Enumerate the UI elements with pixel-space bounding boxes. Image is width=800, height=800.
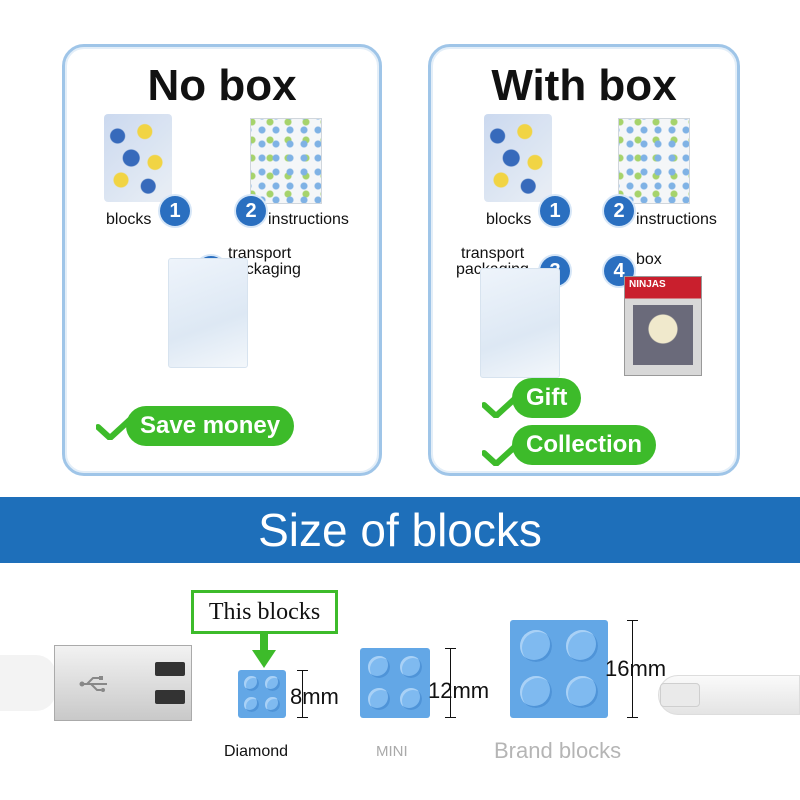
banner-title: Size of blocks bbox=[258, 504, 542, 556]
number-badge-1: 1 bbox=[540, 196, 570, 226]
blocks-bag-image bbox=[484, 114, 552, 202]
item-label-transport: transport bbox=[461, 245, 525, 262]
brick-brand bbox=[510, 620, 608, 718]
with-box-panel: With box bbox=[428, 44, 740, 476]
instructions-image bbox=[250, 118, 322, 204]
size-label-brand: 16mm bbox=[605, 656, 667, 681]
benefit-collection: Collection bbox=[512, 425, 657, 465]
this-blocks-callout: This blocks bbox=[191, 590, 338, 634]
instructions-image bbox=[618, 118, 690, 204]
box-brand-text: NINJAS bbox=[629, 279, 666, 290]
lightning-tip bbox=[660, 683, 700, 707]
usb-icon bbox=[79, 676, 107, 692]
item-label-blocks: blocks bbox=[486, 211, 532, 228]
usb-cable bbox=[0, 655, 56, 711]
caption-brand: Brand blocks bbox=[494, 738, 622, 763]
item-label-instructions: instructions bbox=[268, 211, 349, 228]
usb-plug bbox=[54, 645, 192, 721]
blocks-bag-image bbox=[104, 114, 172, 202]
item-label-box: box bbox=[636, 251, 662, 268]
number-badge-1: 1 bbox=[160, 196, 190, 226]
brick-mini bbox=[360, 648, 430, 718]
caption-diamond: Diamond bbox=[224, 743, 289, 760]
item-label-transport: transport bbox=[228, 245, 292, 262]
number-badge-2: 2 bbox=[604, 196, 634, 226]
gift-box-image: NINJAS bbox=[624, 276, 702, 376]
benefit-save-money: Save money bbox=[126, 406, 295, 446]
number-badge-2: 2 bbox=[236, 196, 266, 226]
benefit-gift: Gift bbox=[512, 378, 582, 418]
arrow-down-icon bbox=[252, 634, 276, 668]
panel-title: With box bbox=[491, 61, 677, 110]
item-label-blocks: blocks bbox=[106, 211, 152, 228]
size-label-mini: 12mm bbox=[428, 678, 490, 703]
item-label-instructions: instructions bbox=[636, 211, 717, 228]
brick-diamond bbox=[238, 670, 286, 718]
transport-bag-image bbox=[480, 268, 560, 378]
panel-title: No box bbox=[147, 61, 297, 110]
transport-bag-image bbox=[168, 258, 248, 368]
size-banner: Size of blocks bbox=[0, 497, 800, 563]
caption-mini: MINI bbox=[376, 743, 408, 760]
size-label-diamond: 8mm bbox=[290, 684, 339, 709]
